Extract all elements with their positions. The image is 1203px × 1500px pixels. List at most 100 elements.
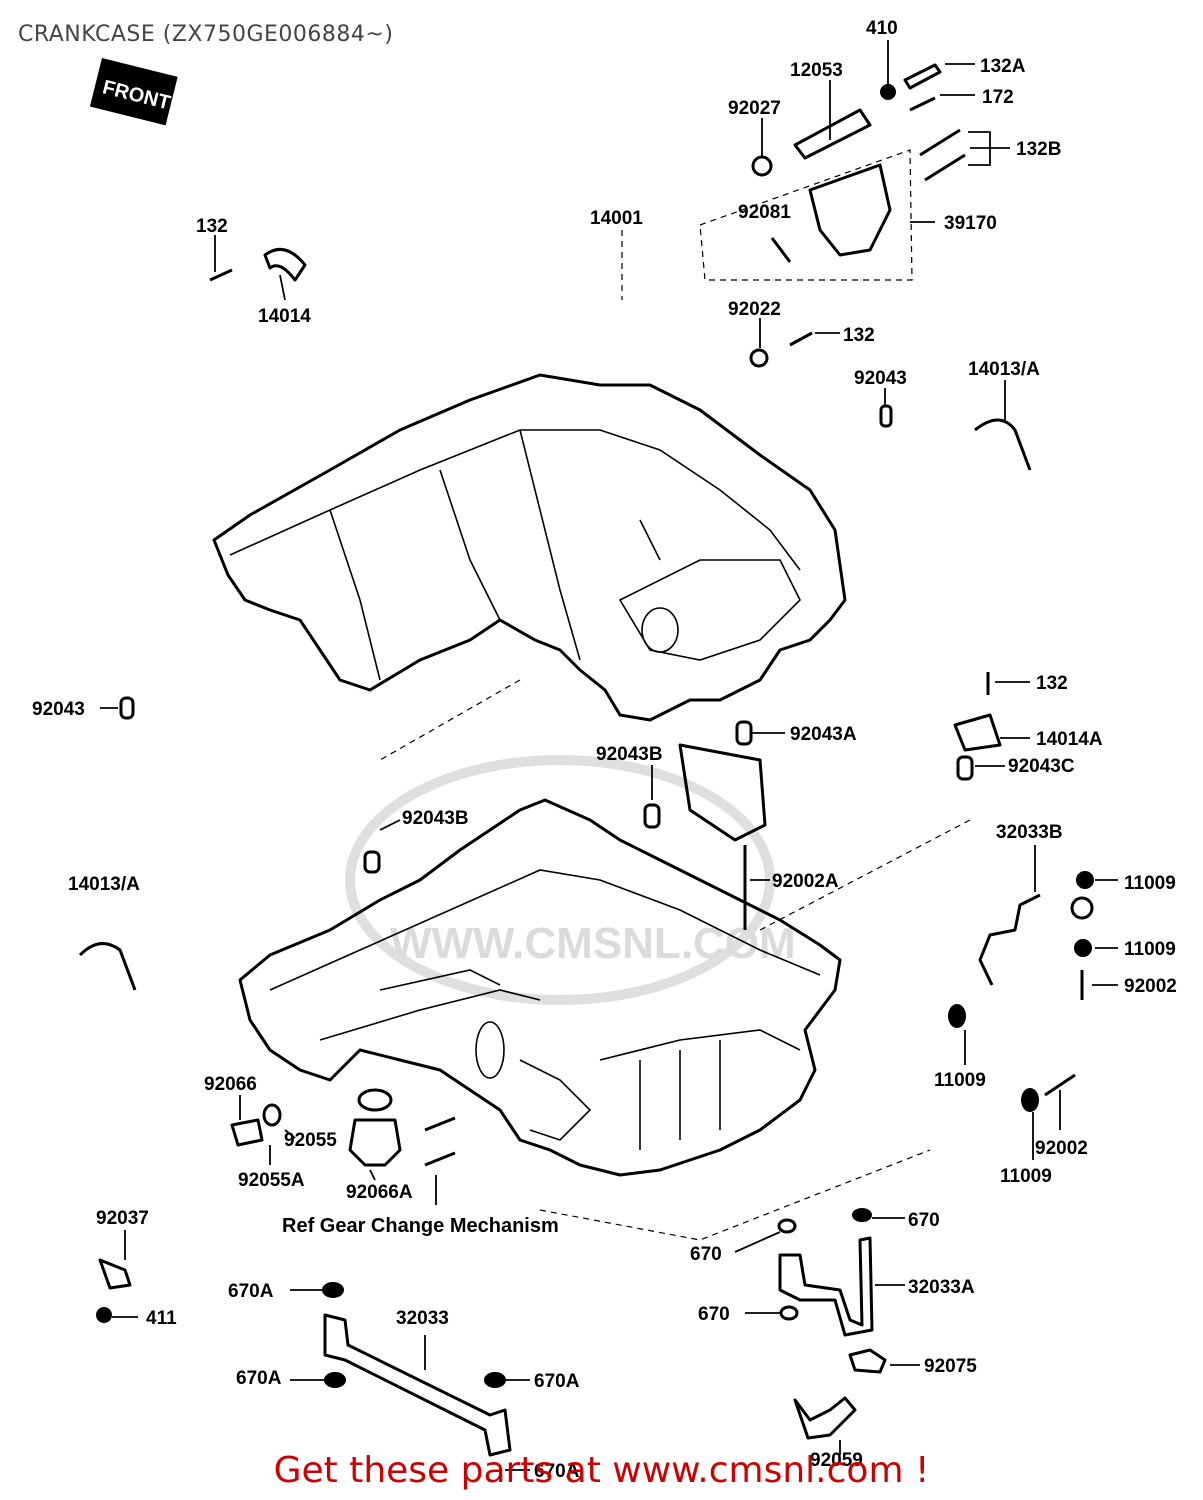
label-670a-d: 670A [534,1461,580,1482]
bearing-14013a-left [78,942,137,991]
plug-92027 [751,155,773,177]
bolts-132b [919,128,966,182]
spring-92081 [770,237,792,263]
label-14001: 14001 [590,208,643,229]
leader-lines [100,40,1118,1471]
dowel-92043-top [879,404,893,428]
dowel-92043a [735,720,753,746]
label-12053: 12053 [790,60,843,81]
oring-670a-c [484,1372,506,1388]
clamp-92075 [848,1348,887,1374]
pipe-32033 [323,1313,512,1457]
watermark-text: WWW.CMSNL.COM [390,919,796,968]
label-32033a: 32033A [908,1277,975,1298]
label-411: 411 [146,1308,177,1329]
oring-670-a [777,1218,797,1234]
label-670-b: 670 [908,1210,940,1231]
oring-92055a [262,1103,282,1127]
breather-39170 [808,163,892,257]
dowel-92043-left [119,696,135,720]
pin-12053 [793,108,872,160]
label-14013a-right: 14013/A [968,359,1040,380]
label-670a-c: 670A [534,1371,580,1392]
washer-11009-a [1076,871,1094,889]
label-92043a: 92043A [790,724,857,745]
part-labels: 410 132A 12053 172 92027 132B 14001 9208… [32,18,1177,1482]
label-670-a: 670 [690,1244,722,1265]
stud-172 [909,96,936,112]
bolt-132a [903,63,942,90]
label-92002a: 92002A [772,871,839,892]
label-14014a: 14014A [1036,729,1103,750]
oring-92055 [357,1088,393,1112]
label-92002-a: 92002 [1124,976,1177,997]
label-39170: 39170 [944,213,997,234]
bolt-132-mid [789,331,813,347]
bearing-14013a-right [974,418,1032,471]
label-92081: 92081 [738,202,791,223]
label-92043-left: 92043 [32,699,85,720]
label-92027: 92027 [728,98,781,119]
fitting-92037 [98,1258,132,1290]
label-132-right: 132 [1036,673,1068,694]
label-32033: 32033 [396,1308,449,1329]
label-92055a: 92055A [238,1170,305,1191]
label-670a-a: 670A [228,1281,274,1302]
washer-411 [96,1307,112,1323]
washer-11009-b [1074,939,1092,957]
label-92043b-left: 92043B [402,808,469,829]
label-92037: 92037 [96,1208,149,1229]
label-92043-top: 92043 [854,368,907,389]
footer-link[interactable]: Get these parts at www.cmsnl.com ! [273,1450,930,1491]
label-11009-d: 11009 [1000,1166,1052,1187]
hardware [78,63,1094,1457]
label-670-c: 670 [698,1304,730,1325]
label-92066: 92066 [204,1074,257,1095]
label-92055: 92055 [284,1130,337,1151]
cap-14014 [263,247,307,282]
washer-11009-d [1021,1088,1039,1112]
cap-92066a [348,1118,402,1167]
pipe-32033b [978,893,1041,986]
label-92059: 92059 [810,1450,863,1471]
label-132b: 132B [1016,139,1061,160]
front-badge: FRONT [89,58,178,126]
washer-410 [880,84,896,100]
reference-note: Ref Gear Change Mechanism [282,1215,559,1237]
label-410: 410 [866,18,898,39]
label-92043c: 92043C [1008,756,1075,777]
oring-670a-b [324,1372,346,1388]
dowel-92043b-mid [643,803,661,829]
label-132-left: 132 [196,216,228,237]
label-670a-b: 670A [236,1368,282,1389]
washer-92022 [749,348,769,368]
label-32033b: 32033B [996,822,1063,843]
upper-crankcase [212,373,847,761]
front-badge-plate [89,58,178,126]
page-title: CRANKCASE (ZX750GE006884~) [18,22,394,47]
oring-670-c [779,1305,799,1321]
plug-92066 [230,1118,264,1147]
dowel-92043b-left [363,850,381,874]
label-14014: 14014 [258,306,311,327]
label-11009-c: 11009 [934,1070,986,1091]
label-14013a-left: 14013/A [68,874,140,895]
label-92066a: 92066A [346,1182,413,1203]
oring-670-b [852,1208,872,1222]
label-132a: 132A [980,56,1026,77]
label-132-mid: 132 [843,325,875,346]
watermark: WWW.CMSNL.COM [345,755,796,1005]
oring-670a-a [322,1282,344,1298]
dowel-92043c [956,755,974,781]
label-92075: 92075 [924,1356,977,1377]
bracket-block [678,743,767,842]
hose-92059 [793,1396,857,1440]
washer-11009-c [948,1004,966,1028]
studs [424,1116,456,1167]
label-172: 172 [982,87,1014,108]
label-11009-b: 11009 [1124,939,1176,960]
bolt-92002-b [1044,1073,1076,1097]
label-92043b-mid: 92043B [596,744,663,765]
